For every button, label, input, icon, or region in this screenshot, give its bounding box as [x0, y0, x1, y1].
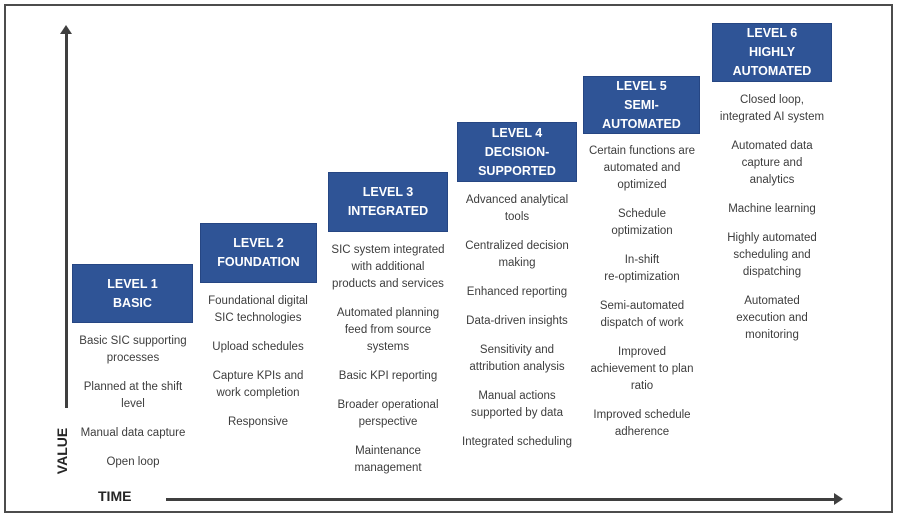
level-6-items: Closed loop, integrated AI system Automa…: [704, 92, 840, 344]
level-5-box: LEVEL 5 SEMI- AUTOMATED: [583, 76, 700, 134]
level-4-item: Sensitivity and attribution analysis: [469, 344, 565, 373]
level-5-item: In-shift re-optimization: [604, 254, 680, 283]
outer-border: [4, 4, 893, 513]
level-5-item: Improved schedule adherence: [593, 409, 691, 438]
level-2-item: Responsive: [227, 416, 289, 428]
level-5-item: Schedule optimization: [611, 208, 673, 237]
level-6-item: Machine learning: [728, 203, 816, 215]
level-3-item: Maintenance management: [354, 445, 422, 474]
value-axis-line: [65, 33, 68, 408]
level-6-item: Automated data capture and analytics: [731, 140, 813, 186]
level-4-items: Advanced analytical tools Centralized de…: [449, 192, 585, 451]
level-1-item: Manual data capture: [80, 427, 186, 439]
level-3-title: LEVEL 3 INTEGRATED: [347, 185, 429, 218]
level-1-item: Open loop: [106, 456, 160, 468]
level-6-item: Automated execution and monitoring: [736, 295, 808, 341]
level-6-box: LEVEL 6 HIGHLY AUTOMATED: [712, 23, 832, 82]
level-1-item: Planned at the shift level: [83, 381, 183, 410]
time-axis-line: [166, 498, 836, 501]
level-5-item: Improved achievement to plan ratio: [590, 346, 694, 392]
level-3-item: Automated planning feed from source syst…: [336, 307, 440, 353]
value-axis-arrowhead-icon: [60, 25, 72, 34]
level-4-item: Manual actions supported by data: [470, 390, 564, 419]
level-4-title: LEVEL 4 DECISION- SUPPORTED: [478, 125, 556, 178]
level-1-box: LEVEL 1 BASIC: [72, 264, 193, 323]
level-2-item: Capture KPIs and work completion: [212, 370, 304, 399]
level-2-item: Foundational digital SIC technologies: [208, 295, 308, 324]
level-6-title: LEVEL 6 HIGHLY AUTOMATED: [732, 26, 812, 78]
level-2-box: LEVEL 2 FOUNDATION: [200, 223, 317, 283]
level-1-items: Basic SIC supporting processes Planned a…: [65, 333, 201, 471]
level-4-item: Centralized decision making: [465, 240, 569, 269]
level-2-title: LEVEL 2 FOUNDATION: [217, 236, 300, 269]
level-6-item: Closed loop, integrated AI system: [719, 94, 825, 123]
level-3-item: Broader operational perspective: [337, 399, 439, 428]
level-2-item: Upload schedules: [212, 341, 304, 353]
level-1-item: Basic SIC supporting processes: [79, 335, 187, 364]
level-4-item: Integrated scheduling: [462, 436, 572, 448]
level-6-item: Highly automated scheduling and dispatch…: [727, 232, 817, 278]
level-3-item: Basic KPI reporting: [338, 370, 438, 382]
level-4-item: Advanced analytical tools: [465, 194, 569, 223]
time-axis-label: TIME: [98, 488, 132, 504]
level-3-box: LEVEL 3 INTEGRATED: [328, 172, 448, 232]
time-axis-arrowhead-icon: [834, 493, 843, 505]
level-3-item: SIC system integrated with additional pr…: [331, 244, 445, 290]
level-2-items: Foundational digital SIC technologies Up…: [190, 293, 326, 431]
level-1-title: LEVEL 1 BASIC: [107, 276, 158, 310]
level-5-title: LEVEL 5 SEMI- AUTOMATED: [602, 78, 681, 131]
level-4-item: Enhanced reporting: [466, 286, 568, 298]
level-5-items: Certain functions are automated and opti…: [574, 143, 710, 441]
level-4-box: LEVEL 4 DECISION- SUPPORTED: [457, 122, 577, 182]
level-5-item: Certain functions are automated and opti…: [588, 145, 696, 191]
level-4-item: Data-driven insights: [466, 315, 568, 327]
level-3-items: SIC system integrated with additional pr…: [320, 242, 456, 477]
level-5-item: Semi-automated dispatch of work: [599, 300, 685, 329]
